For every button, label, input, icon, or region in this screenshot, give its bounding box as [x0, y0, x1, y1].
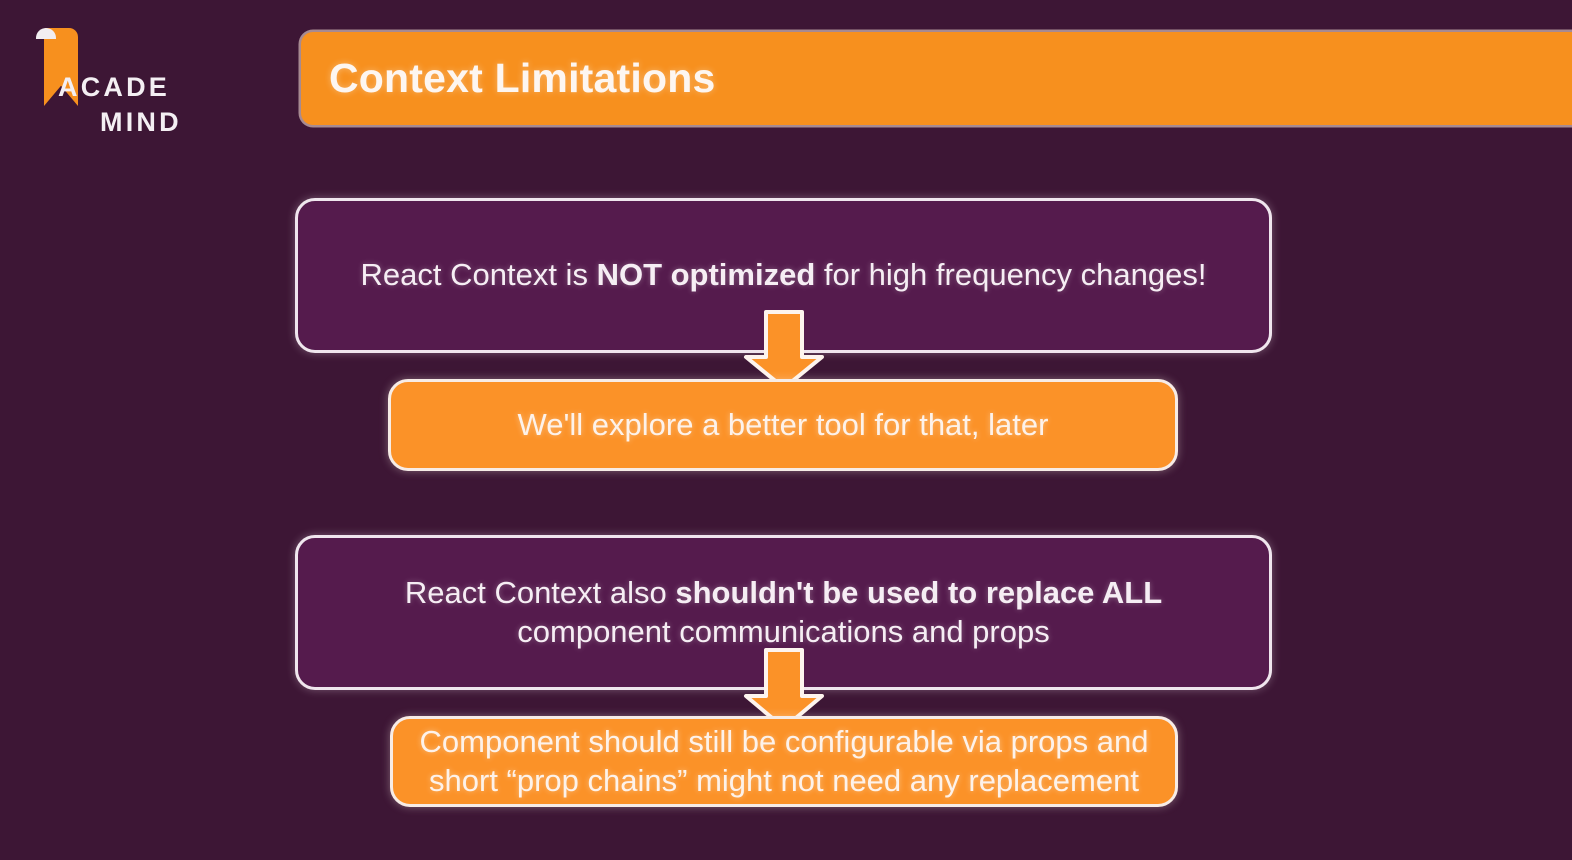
logo-text-line1: ACADE [58, 72, 171, 102]
logo-text-line2: MIND [100, 107, 182, 137]
note-box-1-text: We'll explore a better tool for that, la… [517, 406, 1049, 442]
statement-box-1-text: React Context is NOT optimized for high … [360, 257, 1207, 293]
note-box-1: We'll explore a better tool for that, la… [388, 379, 1178, 471]
note-box-2-text: Component should still be configurable v… [419, 724, 1149, 798]
academind-logo: ACADE MIND [28, 26, 228, 137]
statement-box-2-text: React Context also shouldn't be used to … [404, 575, 1163, 649]
bookmark-ribbon-icon [36, 28, 78, 110]
statement-box-2: React Context also shouldn't be used to … [295, 535, 1272, 690]
title-banner: Context Limitations [301, 32, 1572, 125]
page-title: Context Limitations [329, 55, 716, 101]
statement-box-1: React Context is NOT optimized for high … [295, 198, 1272, 353]
ribbon-fold-shape [36, 28, 56, 39]
note-box-2: Component should still be configurable v… [390, 716, 1178, 807]
